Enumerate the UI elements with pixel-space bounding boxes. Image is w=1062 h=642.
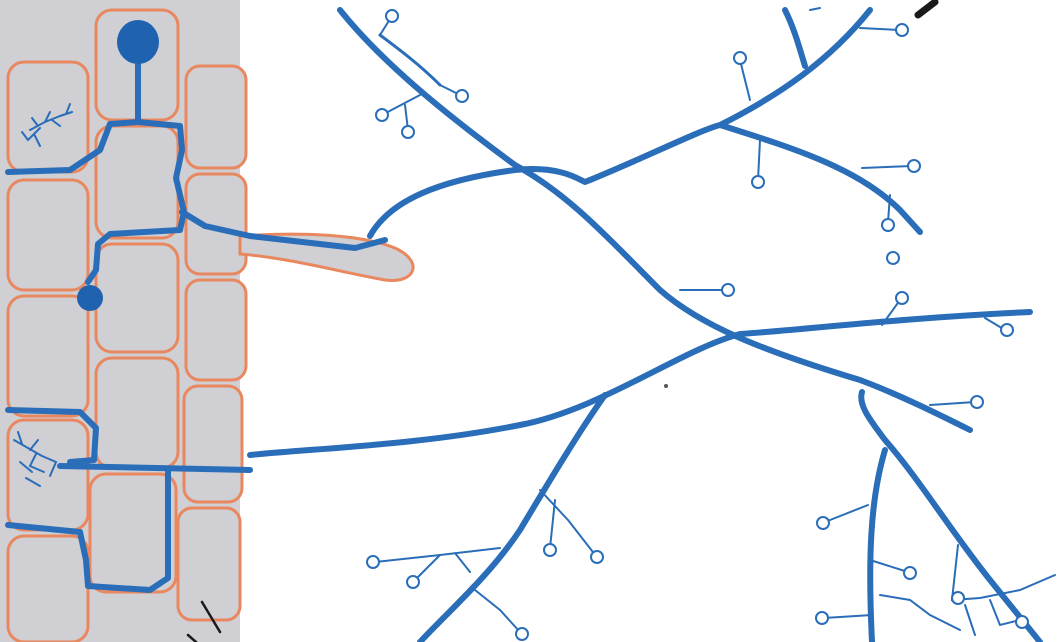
fine-hypha — [887, 194, 891, 223]
ink-mark — [914, 0, 939, 19]
hypha-branch — [858, 389, 1043, 642]
spore — [816, 516, 830, 530]
spore — [951, 591, 965, 605]
fine-hypha — [879, 594, 961, 631]
ink-marks — [186, 0, 939, 642]
plant-cell — [94, 242, 180, 354]
spore — [881, 218, 895, 232]
fine-hypha — [929, 401, 976, 406]
fine-hypha — [881, 299, 901, 326]
spore — [751, 175, 765, 189]
ink-dot — [664, 384, 668, 388]
spore — [815, 611, 829, 625]
vesicle — [117, 20, 159, 64]
fine-hyphae-with-spores — [366, 7, 1056, 641]
spore — [903, 566, 917, 580]
fine-hypha — [869, 559, 909, 573]
hypha-branch — [867, 447, 888, 642]
hypha-main — [367, 7, 873, 239]
spore — [970, 395, 984, 409]
hypha-branch — [782, 7, 808, 69]
fine-hypha — [859, 27, 901, 31]
spore — [895, 291, 909, 305]
spore — [907, 159, 921, 173]
spore — [590, 550, 604, 564]
hypha-segment — [5, 407, 99, 465]
plant-cell — [6, 534, 90, 642]
hypha-segment — [179, 209, 388, 251]
vesicle — [77, 285, 103, 311]
intraradical-hyphae — [5, 52, 388, 593]
arbuscules — [13, 103, 73, 487]
hypha-segment — [5, 52, 141, 175]
fine-hypha — [374, 547, 501, 581]
fine-hypha — [739, 59, 751, 101]
vesicles — [77, 20, 159, 311]
spore — [406, 575, 420, 589]
hypha-segment — [57, 463, 253, 473]
fine-hypha — [861, 165, 913, 169]
plant-cell — [184, 278, 248, 382]
spore — [375, 108, 389, 122]
ink-mark — [186, 600, 222, 642]
spore — [366, 555, 380, 569]
extraradical-hyphae — [247, 7, 1043, 642]
fine-hypha — [824, 504, 869, 523]
hypha-fine — [378, 33, 442, 87]
spore — [733, 51, 747, 65]
spore — [895, 23, 909, 37]
root-tissue — [0, 0, 415, 642]
plant-cell — [6, 294, 90, 418]
fine-hypha — [474, 589, 521, 633]
hypha-branch — [717, 122, 923, 235]
spore — [721, 283, 735, 297]
plant-cell — [184, 64, 248, 170]
spore — [515, 627, 529, 641]
plant-cell — [184, 172, 248, 276]
plant-cell — [94, 124, 180, 240]
plant-cell — [6, 178, 90, 292]
arbuscule — [21, 103, 73, 147]
plant-cell — [176, 506, 242, 622]
hypha-branch — [417, 392, 608, 642]
plant-cell — [94, 356, 180, 470]
spore — [1000, 323, 1014, 337]
plant-cell — [88, 472, 178, 594]
spore — [455, 89, 469, 103]
spore — [385, 9, 399, 23]
fine-hypha — [950, 544, 1056, 636]
fine-hypha — [757, 139, 761, 181]
fine-hypha — [809, 7, 821, 11]
spore — [1015, 615, 1029, 629]
hypha-segment — [5, 467, 171, 593]
hypha-main — [247, 309, 1033, 458]
hypha-main — [337, 7, 973, 433]
spore — [401, 125, 415, 139]
spore — [886, 251, 900, 265]
spore — [543, 543, 557, 557]
hypha-segment — [85, 119, 187, 285]
fine-hypha — [539, 489, 597, 557]
plant-cell — [182, 384, 244, 504]
fine-hypha — [823, 614, 873, 619]
arbuscule — [13, 431, 58, 487]
